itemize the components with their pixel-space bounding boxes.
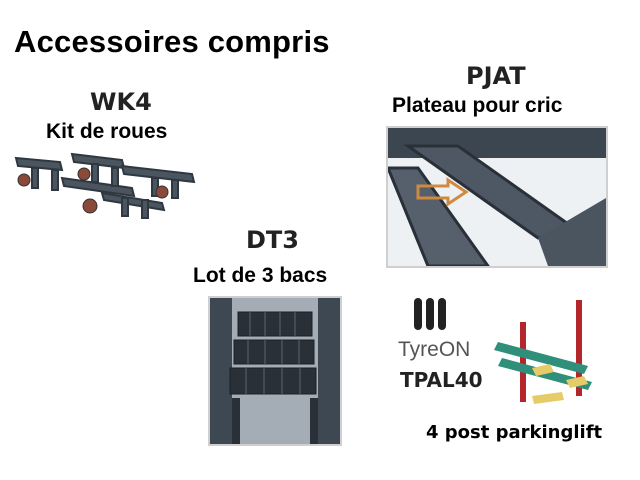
tpal40-label: 4 post parkinglift: [426, 422, 603, 443]
jack-tray-image: [388, 128, 606, 266]
tray-set-frame: [208, 296, 342, 446]
dt3-code: DT3: [246, 226, 299, 254]
pjat-code: PJAT: [466, 62, 526, 90]
wk4-label: Kit de roues: [46, 120, 168, 143]
tpal40-code: TPAL40: [400, 368, 483, 392]
wheel-kit-image: [14, 152, 196, 219]
tray-set-image: [210, 298, 340, 444]
jack-tray-frame: [386, 126, 608, 268]
page-title: Accessoires compris: [14, 24, 330, 59]
dt3-label: Lot de 3 bacs: [193, 264, 328, 287]
pjat-label: Plateau pour cric: [392, 94, 563, 117]
parking-lift-image: [494, 300, 592, 404]
brand-name: TyreON: [398, 338, 471, 361]
wk4-code: WK4: [90, 88, 152, 116]
tyreon-logo-icon: [414, 298, 446, 330]
